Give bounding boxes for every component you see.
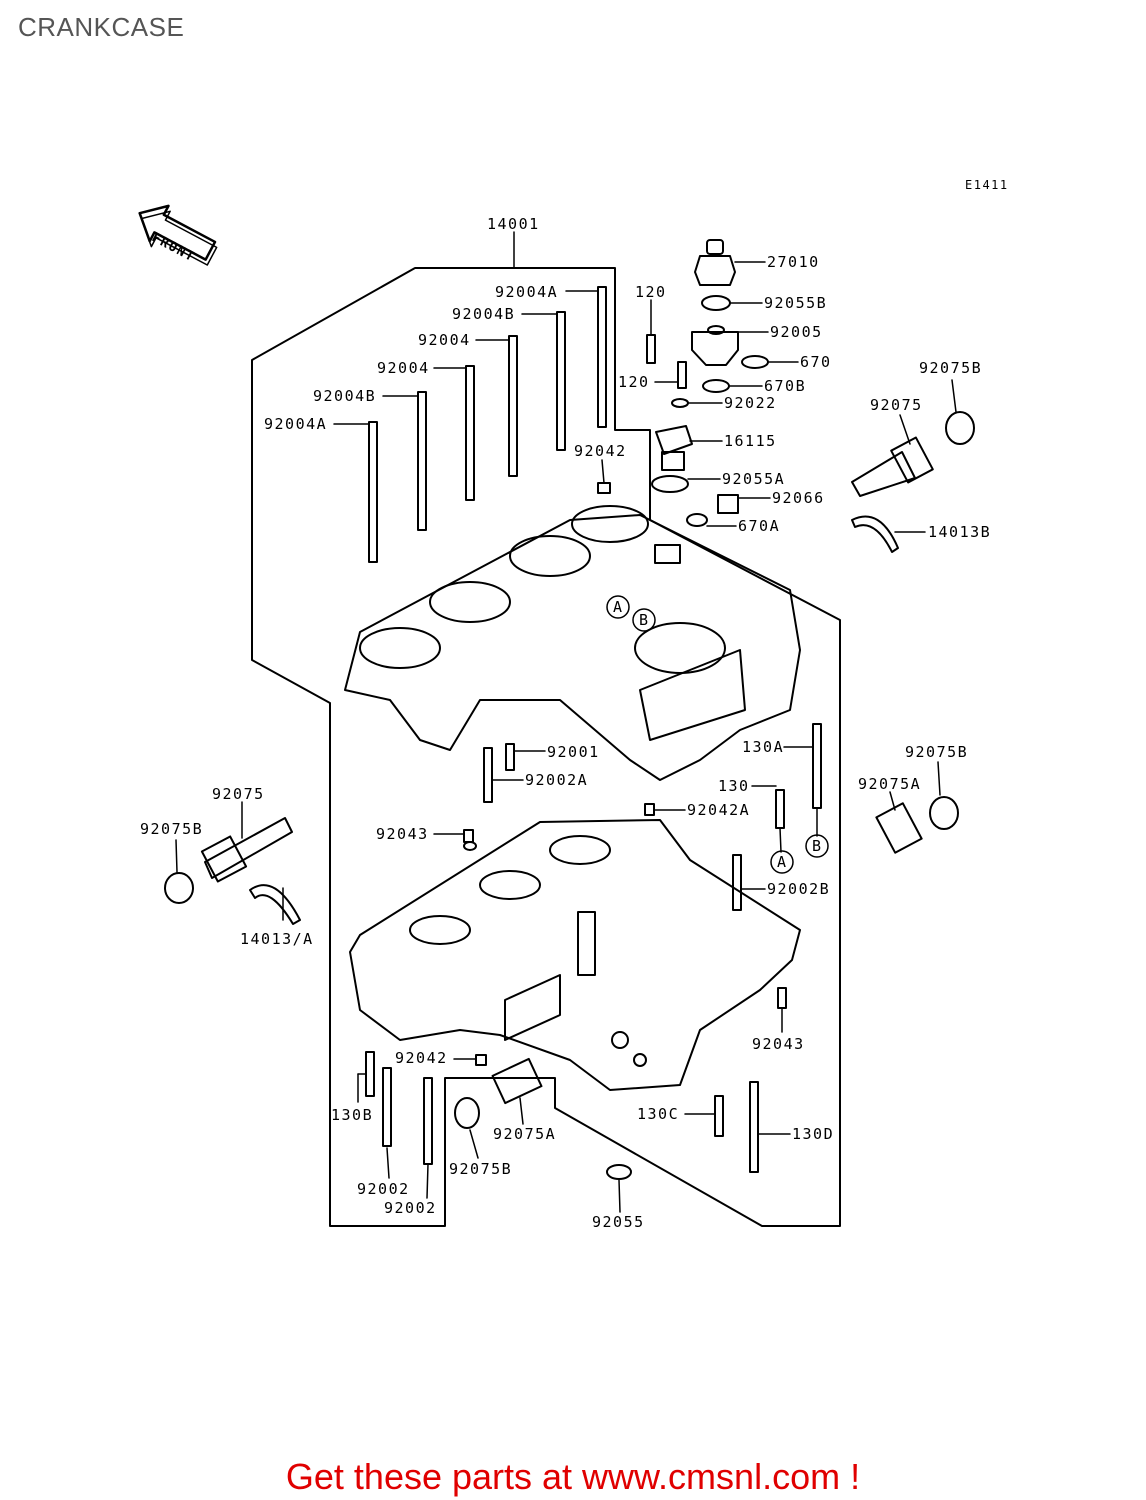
part-label[interactable]: 92075B xyxy=(905,743,968,761)
part-label[interactable]: 92001 xyxy=(547,743,600,761)
part-label[interactable]: 92055B xyxy=(764,294,827,312)
part-label[interactable]: 92075 xyxy=(870,396,923,414)
part-label[interactable]: 130 xyxy=(718,777,750,795)
part-label[interactable]: 670A xyxy=(738,517,780,535)
front-label: FRONT xyxy=(149,230,197,265)
part-label[interactable]: 92042 xyxy=(395,1049,448,1067)
part-label[interactable]: 130B xyxy=(331,1106,373,1124)
part-label[interactable]: 120 xyxy=(635,283,667,301)
part-label[interactable]: 14013B xyxy=(928,523,991,541)
part-label[interactable]: 92004A xyxy=(264,415,327,433)
part-label[interactable]: 92004A xyxy=(495,283,558,301)
part-label[interactable]: 130A xyxy=(742,738,784,756)
leader-lines xyxy=(175,231,957,1213)
oil-switch-assembly xyxy=(597,239,769,527)
part-label[interactable]: 92075 xyxy=(212,785,265,803)
part-label[interactable]: 92002 xyxy=(384,1199,437,1217)
callout-circles xyxy=(606,595,829,874)
callout-b-label: B xyxy=(639,611,650,629)
part-label[interactable]: 92075A xyxy=(858,775,921,793)
part-label[interactable]: 92005 xyxy=(770,323,823,341)
front-arrow-icon xyxy=(138,204,218,266)
part-label[interactable]: 92004B xyxy=(452,305,515,323)
part-label[interactable]: 92004 xyxy=(418,331,471,349)
part-label[interactable]: 92075A xyxy=(493,1125,556,1143)
part-label[interactable]: 92042 xyxy=(574,442,627,460)
left-side-parts xyxy=(164,817,301,925)
part-label[interactable]: 92043 xyxy=(752,1035,805,1053)
part-label[interactable]: 670 xyxy=(800,353,832,371)
lower-bolts-group xyxy=(365,723,822,1180)
part-label[interactable]: 14013/A xyxy=(240,930,314,948)
callout-a-label-lower: A xyxy=(777,853,788,871)
part-label[interactable]: 670B xyxy=(764,377,806,395)
part-label[interactable]: 92042A xyxy=(687,801,750,819)
callout-a-label: A xyxy=(613,598,624,616)
part-label[interactable]: 92043 xyxy=(376,825,429,843)
part-label[interactable]: 92002B xyxy=(767,880,830,898)
part-label[interactable]: 92002A xyxy=(525,771,588,789)
footer-link[interactable]: Get these parts at www.cmsnl.com ! xyxy=(285,1456,861,1497)
diagram-code: E1411 xyxy=(965,178,1009,192)
part-label[interactable]: 92055 xyxy=(592,1213,645,1231)
upper-crankcase-icon xyxy=(344,505,801,781)
lower-crankcase-icon xyxy=(349,819,801,1091)
part-label[interactable]: 92022 xyxy=(724,394,777,412)
part-label[interactable]: 92055A xyxy=(722,470,785,488)
part-label[interactable]: 92075B xyxy=(140,820,203,838)
part-label[interactable]: 16115 xyxy=(724,432,777,450)
part-label[interactable]: 92075B xyxy=(919,359,982,377)
assembly-outline xyxy=(251,267,841,1227)
part-label[interactable]: 14001 xyxy=(487,215,540,233)
part-label[interactable]: 92004B xyxy=(313,387,376,405)
part-label[interactable]: 27010 xyxy=(767,253,820,271)
right-side-parts xyxy=(851,411,975,854)
part-labels: 14001 92004A 92004B 92004 92004 92004B 9… xyxy=(140,215,991,1231)
page-title: CRANKCASE xyxy=(18,12,185,42)
part-label[interactable]: 130C xyxy=(637,1105,679,1123)
part-label[interactable]: 92004 xyxy=(377,359,430,377)
part-label[interactable]: 120 xyxy=(618,373,650,391)
part-label[interactable]: 92002 xyxy=(357,1180,410,1198)
callout-b-label-lower: B xyxy=(812,837,823,855)
stud-bolts-group xyxy=(368,286,607,563)
part-label[interactable]: 92075B xyxy=(449,1160,512,1178)
part-label[interactable]: 130D xyxy=(792,1125,834,1143)
part-label[interactable]: 92066 xyxy=(772,489,825,507)
